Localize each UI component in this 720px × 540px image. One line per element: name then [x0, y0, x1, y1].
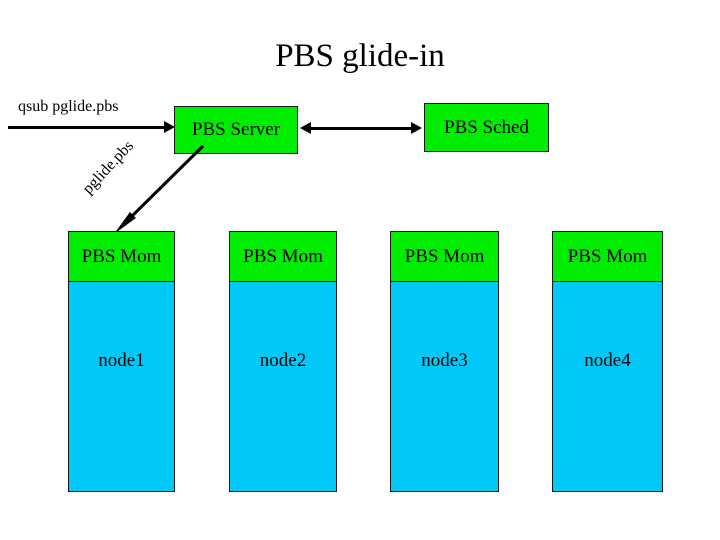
sync-arrow-head-right-icon — [411, 122, 422, 134]
glide-arrow — [114, 144, 205, 234]
pbs-mom-box[interactable]: PBS Mom — [229, 231, 337, 282]
pbs-sched-label: PBS Sched — [444, 116, 529, 138]
sync-arrow-head-left-icon — [300, 122, 311, 134]
page-title: PBS glide-in — [275, 38, 445, 74]
sync-arrow-line — [309, 127, 413, 130]
node-column: PBS Mom node2 — [229, 231, 337, 492]
submit-command-label: qsub pglide.pbs — [18, 98, 119, 115]
node-column: PBS Mom node4 — [552, 231, 663, 492]
submit-arrow-head-icon — [164, 121, 175, 133]
node-body[interactable]: node3 — [390, 281, 499, 492]
pbs-mom-box[interactable]: PBS Mom — [552, 231, 663, 282]
node-body[interactable]: node1 — [68, 281, 175, 492]
node-label: node1 — [98, 349, 145, 371]
pbs-mom-box[interactable]: PBS Mom — [390, 231, 499, 282]
pbs-mom-box[interactable]: PBS Mom — [68, 231, 175, 282]
pbs-mom-label: PBS Mom — [404, 245, 485, 267]
submit-arrow-line — [8, 126, 166, 129]
pbs-mom-label: PBS Mom — [243, 245, 323, 267]
node-label: node3 — [421, 349, 468, 371]
node-body[interactable]: node4 — [552, 281, 663, 492]
pbs-mom-label: PBS Mom — [81, 245, 162, 267]
node-body[interactable]: node2 — [229, 281, 337, 492]
node-label: node2 — [259, 349, 307, 371]
pbs-server-box[interactable]: PBS Server — [174, 106, 298, 154]
pbs-sched-box[interactable]: PBS Sched — [424, 103, 549, 152]
node-column: PBS Mom node1 — [68, 231, 175, 492]
pbs-server-label: PBS Server — [191, 119, 281, 140]
pbs-mom-label: PBS Mom — [567, 245, 648, 267]
node-label: node4 — [584, 349, 631, 371]
node-column: PBS Mom node3 — [390, 231, 499, 492]
